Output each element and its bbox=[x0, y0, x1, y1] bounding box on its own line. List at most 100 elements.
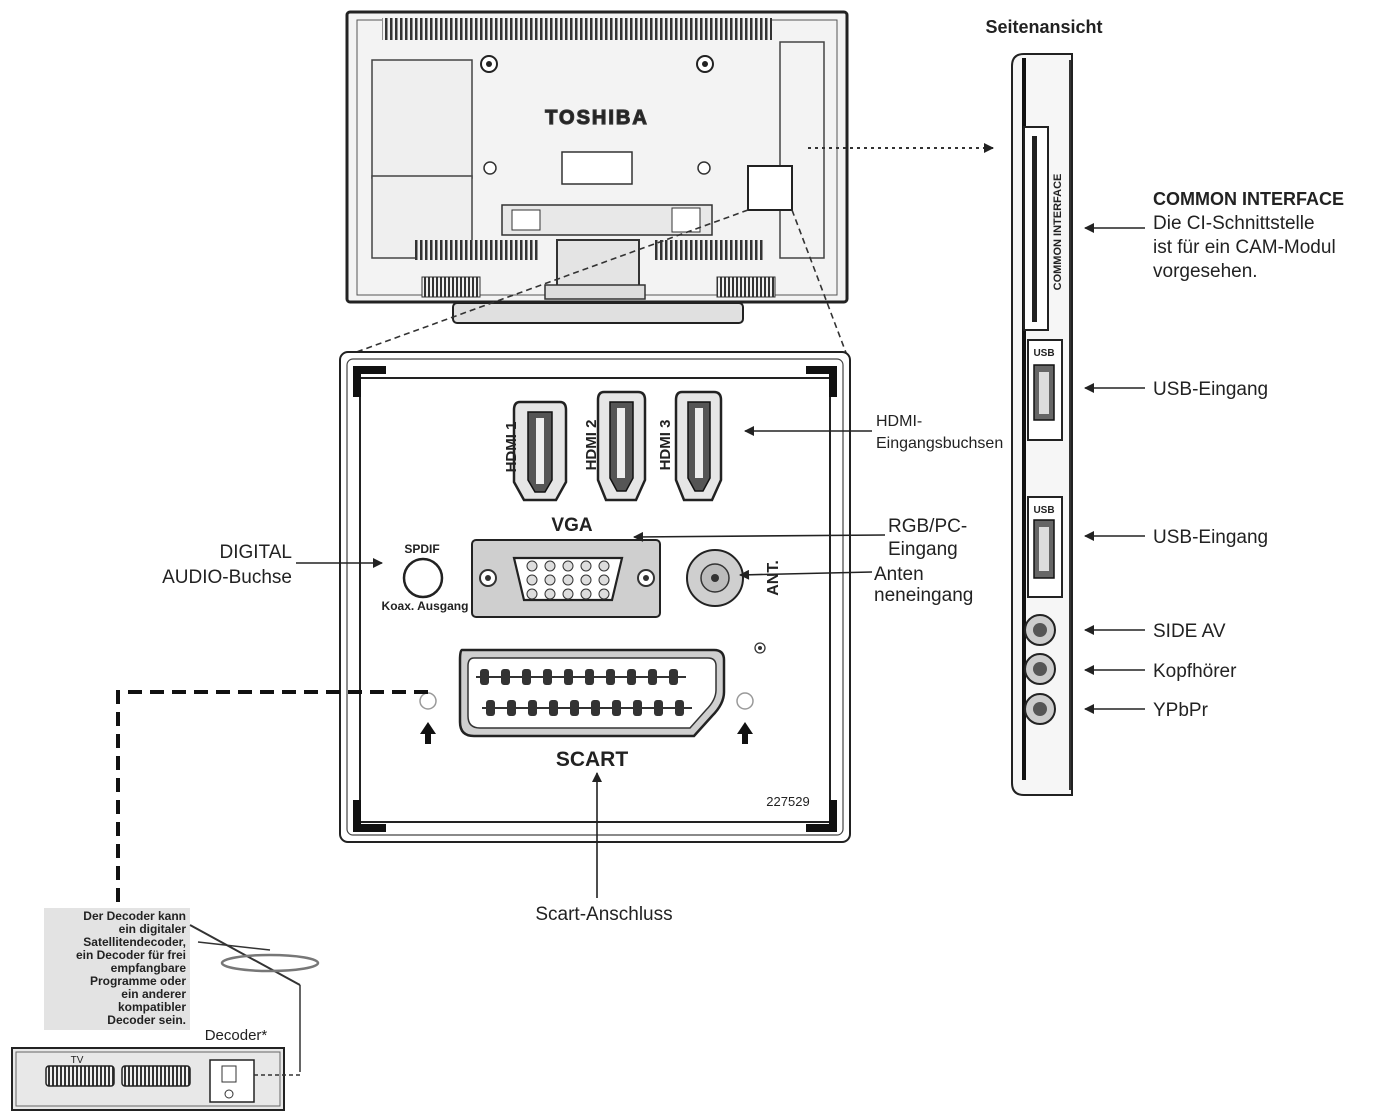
antenna-callout-line bbox=[739, 569, 873, 580]
ypbpr-callout-text: YPbPr bbox=[1153, 700, 1209, 721]
decoder-note-line: ein digitaler bbox=[119, 922, 187, 936]
ypbpr-jack-center bbox=[1033, 702, 1047, 716]
vga-pin bbox=[562, 560, 574, 572]
tv-back-view: TOSHIBA bbox=[345, 10, 849, 324]
ci-slot-label: COMMON INTERFACE bbox=[1052, 174, 1064, 291]
mount-hole-center bbox=[702, 61, 708, 67]
ground-symbol-icon-center bbox=[758, 646, 762, 650]
screw-hole bbox=[697, 161, 711, 175]
model-code: 227529 bbox=[766, 794, 809, 809]
panel-screw-left bbox=[419, 692, 437, 710]
panel-screw-right bbox=[736, 692, 754, 710]
screw-hole bbox=[483, 161, 497, 175]
satellite-dish-icon bbox=[189, 924, 320, 1072]
decoder-lnb-port[interactable] bbox=[224, 1089, 234, 1099]
usb1-callout-text: USB-Eingang bbox=[1153, 379, 1268, 400]
connector-panel-inner bbox=[346, 358, 844, 836]
hdmi-callout-line2: Eingangsbuchsen bbox=[876, 435, 1003, 452]
usb-port-1-tongue bbox=[1039, 372, 1049, 414]
ant-label: ANT. bbox=[765, 560, 782, 596]
ci-callout-title: COMMON INTERFACE bbox=[1153, 189, 1344, 209]
decoder-note-line: Programme oder bbox=[90, 974, 186, 988]
antenna-callout-line2: neneingang bbox=[874, 585, 973, 606]
scart-callout-text: Scart-Anschluss bbox=[535, 904, 672, 925]
headphones-callout-text: Kopfhörer bbox=[1153, 661, 1237, 682]
spdif-sublabel: Koax. Ausgang bbox=[382, 599, 469, 613]
antenna-callout-line1: Anten bbox=[874, 564, 924, 585]
power-socket bbox=[511, 209, 541, 231]
decoder-tv-scart[interactable] bbox=[45, 1065, 115, 1087]
decoder-note-line: Decoder sein. bbox=[107, 1013, 186, 1027]
usb-port-2-label: USB bbox=[1033, 505, 1054, 516]
vga-pin bbox=[562, 588, 574, 600]
vga-pin bbox=[598, 574, 610, 586]
scart-label: SCART bbox=[556, 748, 629, 771]
vga-pin bbox=[598, 560, 610, 572]
panel-corner bbox=[353, 366, 386, 397]
bottom-foot-left bbox=[421, 276, 481, 298]
right-panel bbox=[779, 41, 825, 259]
ci-callout-desc-1: Die CI-Schnittstelle bbox=[1153, 213, 1315, 234]
connector-panel: HDMI 1 HDMI 2 HDMI 3 VGA SPDIF K bbox=[339, 351, 851, 843]
antenna-port[interactable] bbox=[686, 549, 744, 607]
decoder-note-line: ein anderer bbox=[121, 987, 186, 1001]
hdmi-3-label: HDMI 3 bbox=[657, 420, 674, 471]
vga-pin bbox=[598, 588, 610, 600]
vga-pin bbox=[580, 560, 592, 572]
spdif-port[interactable] bbox=[402, 557, 444, 599]
connector-area-highlight bbox=[747, 165, 793, 211]
decoder-rf-port[interactable] bbox=[221, 1065, 237, 1083]
vga-pin bbox=[580, 588, 592, 600]
up-arrow-icon bbox=[420, 722, 436, 744]
ci-callout-desc-3: vorgesehen. bbox=[1153, 261, 1258, 282]
panel-corner bbox=[806, 366, 837, 397]
vga-pin bbox=[580, 574, 592, 586]
decoder-vcr-scart[interactable] bbox=[121, 1065, 191, 1087]
hdmi-port-1[interactable] bbox=[512, 400, 568, 502]
panel-corner bbox=[353, 800, 386, 832]
side-av-jack-center bbox=[1033, 623, 1047, 637]
usb2-callout-text: USB-Eingang bbox=[1153, 527, 1268, 548]
bottom-foot-right bbox=[716, 276, 776, 298]
decoder-note-line: kompatibler bbox=[118, 1000, 186, 1014]
decoder-tv-label: TV bbox=[71, 1055, 84, 1066]
hdmi-port-2[interactable] bbox=[596, 390, 647, 502]
vga-pin bbox=[526, 560, 538, 572]
top-vent bbox=[382, 18, 772, 40]
rgb-callout-line bbox=[633, 531, 886, 542]
zoom-line-left bbox=[339, 209, 749, 359]
decoder-note-line: Satellitendecoder, bbox=[83, 935, 186, 949]
vga-pin bbox=[544, 588, 556, 600]
side-av-callout-text: SIDE AV bbox=[1153, 621, 1226, 642]
vga-pin bbox=[562, 574, 574, 586]
scart-port[interactable] bbox=[458, 648, 726, 738]
vga-pin bbox=[544, 574, 556, 586]
headphone-jack-center bbox=[1033, 662, 1047, 676]
hdmi-callout-line1: HDMI- bbox=[876, 413, 922, 430]
ground-symbol-icon bbox=[754, 642, 766, 654]
stand-mount bbox=[544, 284, 646, 300]
hdmi-port-3[interactable] bbox=[674, 390, 723, 502]
tv-stand-base bbox=[452, 302, 744, 324]
decoder-label: Decoder* bbox=[205, 1027, 268, 1044]
rgb-callout-line1: RGB/PC- bbox=[888, 516, 967, 537]
decoder-note-box bbox=[44, 908, 190, 1030]
vga-pin bbox=[526, 574, 538, 586]
vga-port[interactable] bbox=[471, 539, 661, 618]
hdmi-1-label: HDMI 1 bbox=[503, 422, 520, 473]
tv-side-view: USB USB bbox=[1011, 53, 1073, 796]
bottom-vent-right bbox=[655, 240, 765, 260]
decoder-note-line: ein Decoder für frei bbox=[76, 948, 186, 962]
mount-hole-center bbox=[486, 61, 492, 67]
ci-callout-desc-2: ist für ein CAM-Modul bbox=[1153, 237, 1336, 258]
usb-port-1-label: USB bbox=[1033, 348, 1054, 359]
vga-pin bbox=[544, 560, 556, 572]
decoder-note-line: empfangbare bbox=[111, 961, 187, 975]
rgb-callout-line2: Eingang bbox=[888, 539, 958, 560]
side-view-title: Seitenansicht bbox=[985, 17, 1102, 37]
left-panel bbox=[371, 59, 473, 179]
vga-pin bbox=[526, 588, 538, 600]
